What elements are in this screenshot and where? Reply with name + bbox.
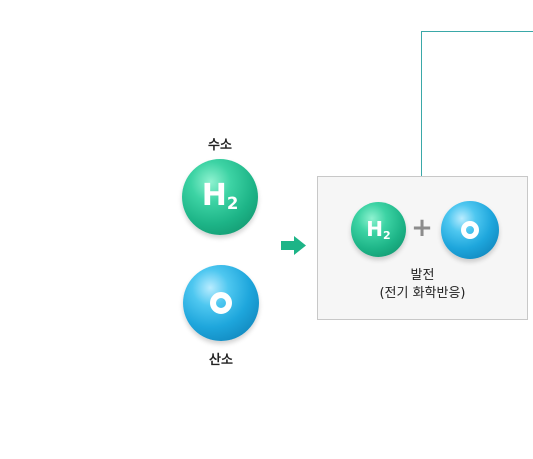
- oxygen-molecule-icon: [183, 265, 259, 341]
- oxygen-ring-icon: [210, 292, 232, 314]
- hydrogen-symbol: H: [201, 178, 227, 213]
- arrow-right-icon: [281, 236, 306, 255]
- oxygen-label: 산소: [209, 353, 233, 368]
- reaction-oxygen-icon: [441, 201, 499, 259]
- connector-line-vertical: [421, 31, 422, 176]
- reaction-hydrogen-symbol: H: [366, 217, 384, 241]
- plus-sign: +: [411, 213, 433, 243]
- reaction-oxygen-ring-icon: [461, 221, 479, 239]
- reaction-box: [317, 176, 528, 320]
- reaction-hydrogen-icon: H2: [351, 202, 406, 257]
- reaction-title: 발전: [410, 268, 435, 283]
- connector-line-horizontal: [421, 31, 533, 32]
- hydrogen-subscript: 2: [226, 194, 239, 214]
- reaction-hydrogen-subscript: 2: [383, 228, 391, 242]
- reaction-subtitle: (전기 화학반응): [379, 286, 466, 301]
- hydrogen-molecule-icon: H2: [182, 159, 258, 235]
- hydrogen-label: 수소: [208, 138, 232, 153]
